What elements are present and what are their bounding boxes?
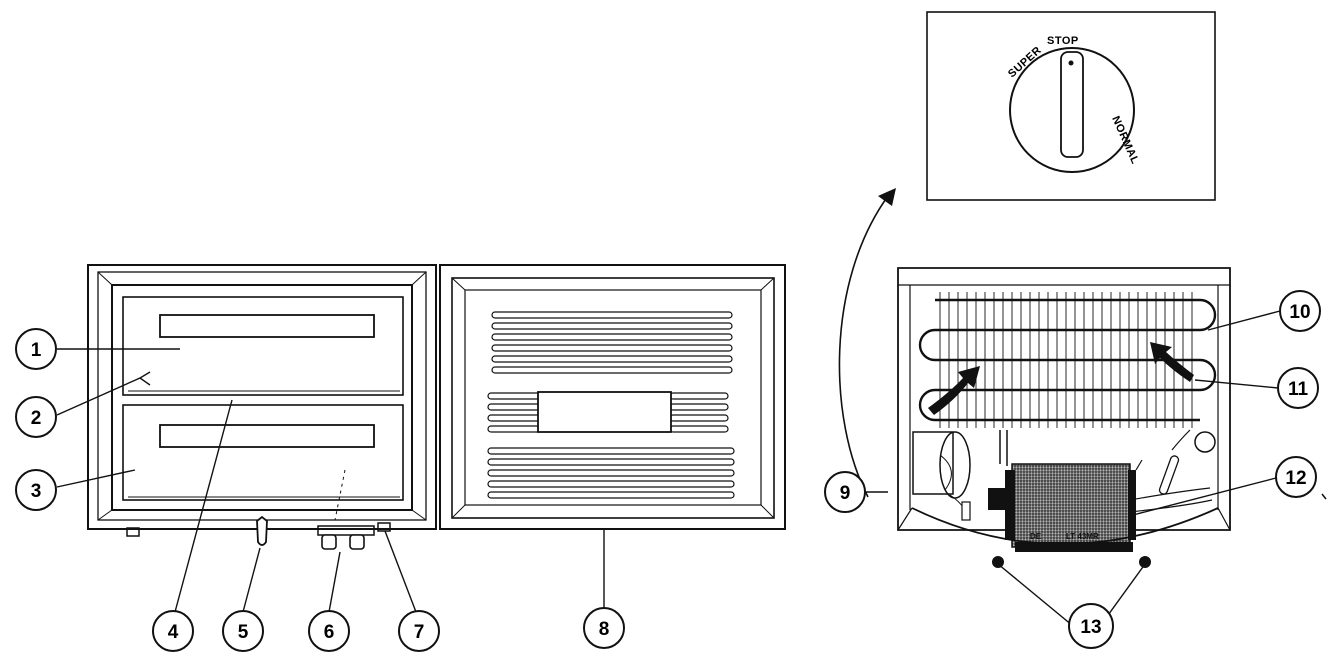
svg-text:4: 4 <box>168 622 179 643</box>
compressor: DE LT 43MR <box>988 463 1136 552</box>
thermostat-dial-inset: SUPER STOP NORMAL <box>926 11 1216 201</box>
rear-foot-right <box>1139 556 1151 568</box>
callout-3: 3 <box>15 469 57 511</box>
callout-5: 5 <box>222 610 264 652</box>
callout-7: 7 <box>398 610 440 652</box>
svg-text:3: 3 <box>31 481 42 502</box>
callout-13: 13 <box>1068 603 1114 649</box>
callout-11: 11 <box>1277 367 1319 409</box>
callout-9: 9 <box>824 471 866 513</box>
airflow-arrow-left <box>928 366 980 415</box>
compressor-plate-left: DE <box>1030 532 1042 541</box>
dial-grip <box>1060 51 1084 158</box>
inset-pointer-arrow <box>838 195 889 498</box>
door-label-plate <box>537 391 672 433</box>
svg-text:1: 1 <box>31 340 42 361</box>
callout-12: 12 <box>1275 456 1317 498</box>
front-foot-left <box>126 527 140 537</box>
svg-text:13: 13 <box>1080 617 1101 638</box>
stray-mark <box>1321 493 1327 500</box>
upper-basket <box>122 296 404 396</box>
lower-basket <box>122 404 404 501</box>
condenser-coil <box>918 292 1217 428</box>
dial-label-stop: STOP <box>1047 35 1079 47</box>
door-handle-knob <box>256 515 268 546</box>
freezer-door-inner <box>439 264 786 530</box>
callout-8: 8 <box>583 607 625 649</box>
callout-10: 10 <box>1279 290 1321 332</box>
svg-text:11: 11 <box>1288 379 1309 400</box>
compressor-plate-right: LT 43MR <box>1066 532 1099 541</box>
svg-text:2: 2 <box>31 408 42 429</box>
callout-6: 6 <box>308 610 350 652</box>
refrigerant-pipes <box>999 429 1216 513</box>
svg-text:5: 5 <box>238 622 249 643</box>
freezer-rear-view: DE LT 43MR <box>897 267 1231 568</box>
svg-text:9: 9 <box>840 483 851 504</box>
svg-text:7: 7 <box>414 622 425 643</box>
svg-text:12: 12 <box>1285 468 1306 489</box>
airflow-arrow-right <box>1150 342 1194 382</box>
thermostat-knob <box>377 522 391 532</box>
callout-1: 1 <box>15 328 57 370</box>
door-ventilation-slots <box>487 311 735 499</box>
svg-text:6: 6 <box>324 622 335 643</box>
freezer-front-view <box>87 264 437 550</box>
callout-4: 4 <box>152 610 194 652</box>
svg-text:10: 10 <box>1289 302 1310 323</box>
rear-foot-left <box>992 556 1004 568</box>
indicator-lamps <box>317 525 375 550</box>
callout-2: 2 <box>15 396 57 438</box>
svg-text:8: 8 <box>599 619 610 640</box>
relay-box <box>912 431 971 521</box>
